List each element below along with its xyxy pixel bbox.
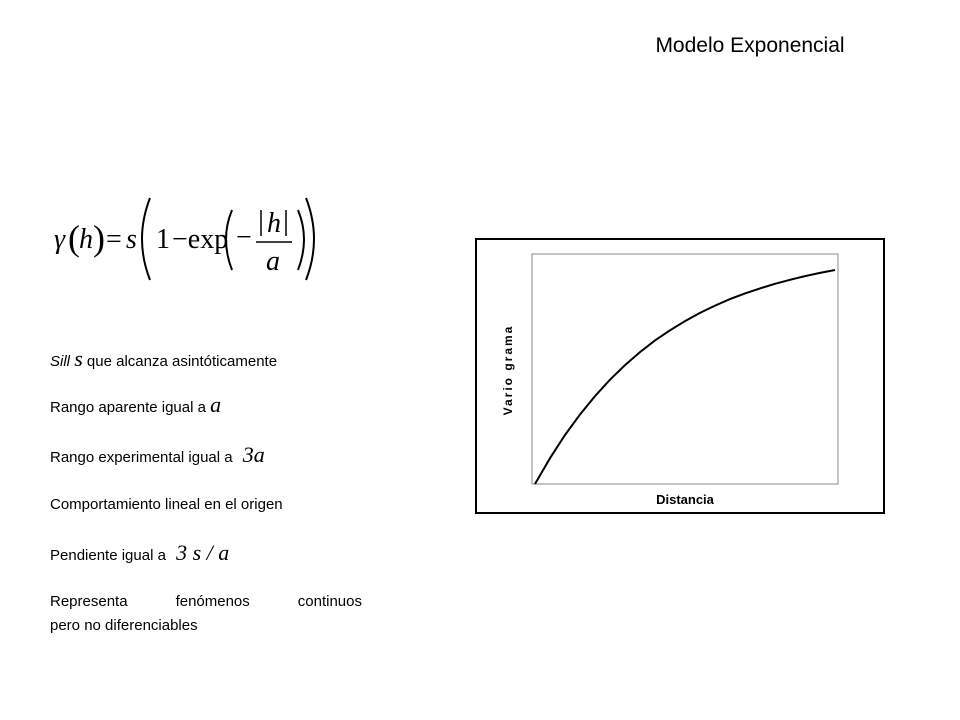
representa-paragraph: Representa fenómenos continuos pero no d… [50,590,362,638]
formula-s: s [126,224,137,255]
rango-aparente-text: Rango aparente igual a [50,399,206,416]
pendiente-text: Pendiente igual a [50,547,166,564]
formula-paren-open-1: ( [68,218,80,258]
formula-big-paren-open [141,197,151,281]
representa-word-1: Representa [50,593,128,610]
rango-experimental-symbol: 3a [242,442,265,467]
variogram-formula: γ ( h ) = s 1 −exp − h a [48,192,338,287]
rango-aparente-line: Rango aparente igual a a [50,392,221,418]
formula-minus: − [236,222,252,253]
formula-inner-paren-close [297,209,305,271]
rango-aparente-symbol: a [210,392,222,417]
y-axis-label: Vario grama [501,324,515,416]
sill-label: Sill [50,353,71,370]
formula-h: h [79,224,93,255]
formula-one: 1 [156,224,170,255]
rango-experimental-line: Rango experimental igual a 3a [50,442,265,468]
page-title: Modelo Exponencial [655,34,845,57]
formula-inner-paren-open [225,209,233,271]
formula-equals: = [106,224,122,255]
formula-gamma: γ [54,224,66,255]
pendiente-symbol: 3 s / a [176,540,230,565]
plot-area [531,253,839,485]
formula-frac-h: h [267,208,281,239]
formula-minus-exp: −exp [172,224,228,255]
representa-word-2: fenómenos [175,593,250,610]
variogram-chart [475,238,885,514]
sill-line: Sill s que alcanza asintóticamente [50,346,277,372]
formula-frac-a: a [266,246,280,277]
representa-line-2: pero no diferenciables [50,617,198,634]
sill-symbol: s [74,346,83,371]
chart-svg [531,253,839,485]
comportamiento-line: Comportamiento lineal en el origen [50,496,283,513]
rango-experimental-text: Rango experimental igual a [50,449,233,466]
x-axis-label: Distancia [656,492,714,507]
formula-big-paren-close [305,197,315,281]
sill-description: que alcanza asintóticamente [86,353,278,370]
representa-word-3: continuos [297,593,362,610]
variogram-curve [534,269,836,485]
formula-paren-close-1: ) [93,218,105,258]
pendiente-line: Pendiente igual a 3 s / a [50,540,229,566]
